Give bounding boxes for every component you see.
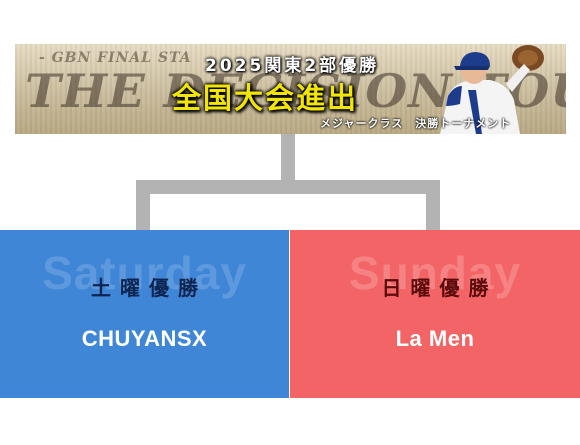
tournament-banner: - GBN FINAL STA THE DECISION TOURNAMENT … (15, 44, 566, 134)
baseball-player-illustration (440, 45, 544, 134)
sunday-winner-panel: Sunday 日曜優勝 La Men (290, 230, 580, 398)
bracket-right-drop (426, 180, 440, 230)
banner-year-line: 2025関東2部優勝 (205, 56, 380, 76)
sunday-background-word: Sunday (348, 247, 522, 299)
bracket-left-drop (136, 180, 150, 230)
bracket-crossbar (136, 180, 440, 194)
saturday-winner-title: 土曜優勝 (91, 276, 207, 300)
banner-background-small-text: - GBN FINAL STA (39, 50, 192, 66)
banner-main-title: 全国大会進出 (172, 81, 359, 115)
saturday-winner-panel: Saturday 土曜優勝 CHUYANSX (0, 230, 289, 398)
banner-subtitle: メジャークラス 決勝トーナメント (320, 117, 512, 130)
sunday-winner-team: La Men (395, 326, 475, 351)
sunday-winner-title: 日曜優勝 (381, 276, 498, 300)
bracket-stem (281, 134, 295, 180)
saturday-background-word: Saturday (42, 247, 247, 299)
saturday-winner-team: CHUYANSX (81, 326, 208, 351)
